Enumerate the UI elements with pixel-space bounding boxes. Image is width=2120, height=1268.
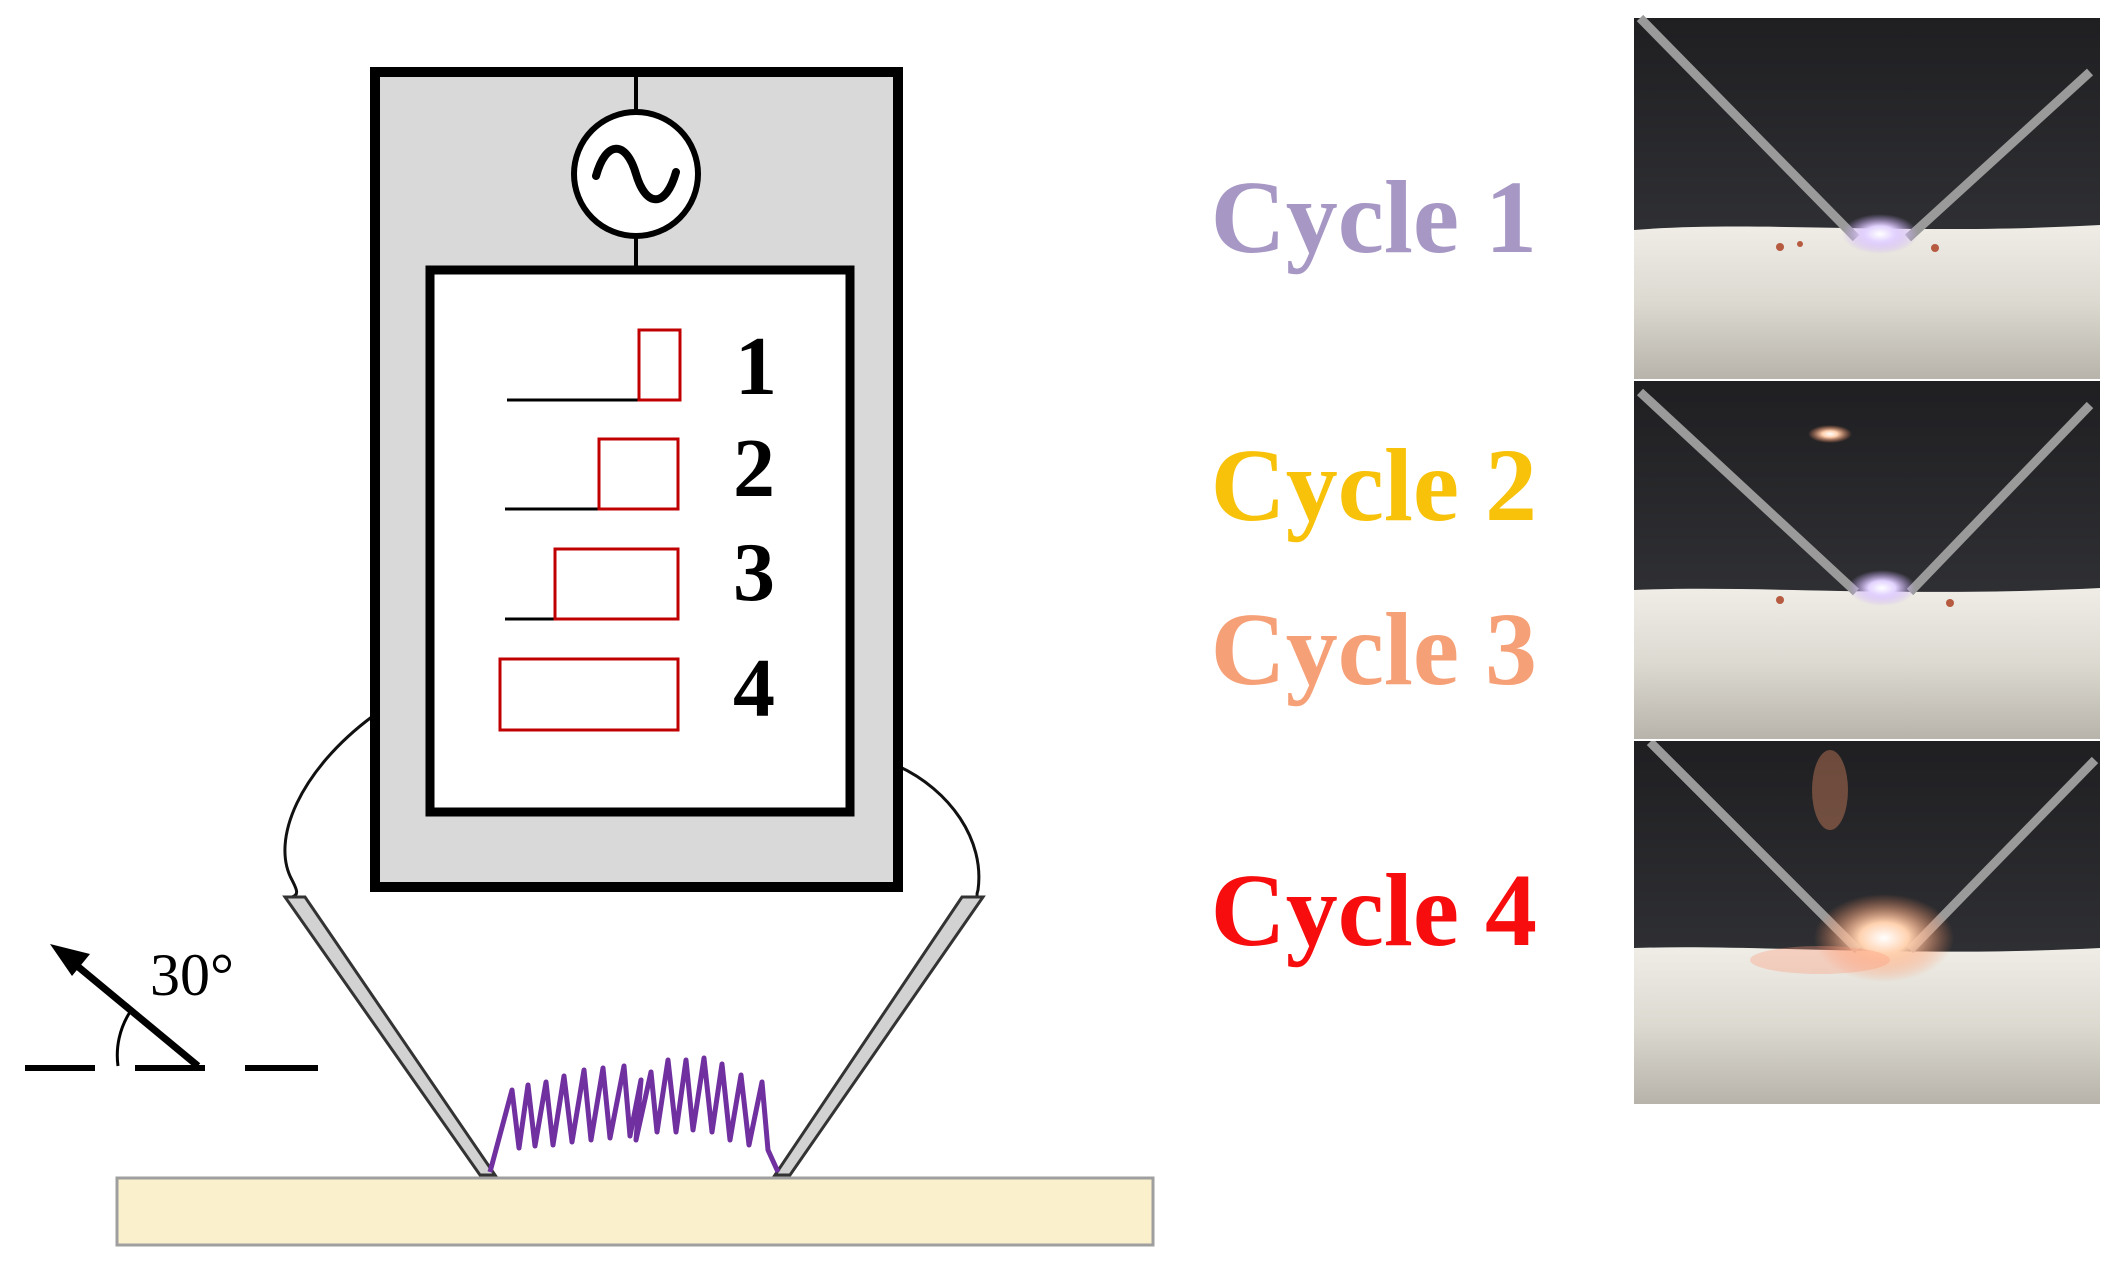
cycle-labels: Cycle 1 Cycle 2 Cycle 3 Cycle 4 (1211, 160, 1537, 968)
angle-indicator: 30° (25, 942, 318, 1071)
photo-cycle-1 (1634, 14, 2100, 380)
pulse-level-1 (507, 328, 682, 402)
level-number-4: 4 (733, 642, 775, 735)
photo-cycle-4 (1634, 738, 2100, 1104)
wire-right (897, 764, 982, 900)
substrate (115, 1176, 1155, 1247)
level-number-2: 2 (733, 422, 775, 515)
level-number-3: 3 (733, 526, 775, 619)
cycle-4-label: Cycle 4 (1211, 853, 1537, 968)
electrode-left (282, 895, 498, 1177)
electrode-right (772, 895, 986, 1177)
plasma-arc (487, 1055, 781, 1174)
photo-strip (1634, 14, 2100, 1104)
ac-source-icon (571, 109, 701, 239)
photo-cycle-2-3 (1634, 380, 2100, 740)
pulse-level-4 (498, 657, 680, 732)
cycle-2-label: Cycle 2 (1211, 428, 1537, 543)
level-number-1: 1 (735, 320, 777, 413)
pulse-level-2 (505, 437, 680, 511)
schematic: 1 2 3 4 30° (25, 67, 1155, 1247)
cycle-1-label: Cycle 1 (1211, 160, 1537, 275)
cycle-3-label: Cycle 3 (1211, 592, 1537, 707)
pulse-level-3 (505, 547, 680, 621)
angle-label: 30° (150, 942, 234, 1008)
angle-arrow-icon (50, 944, 201, 1069)
wire-left (283, 714, 374, 899)
